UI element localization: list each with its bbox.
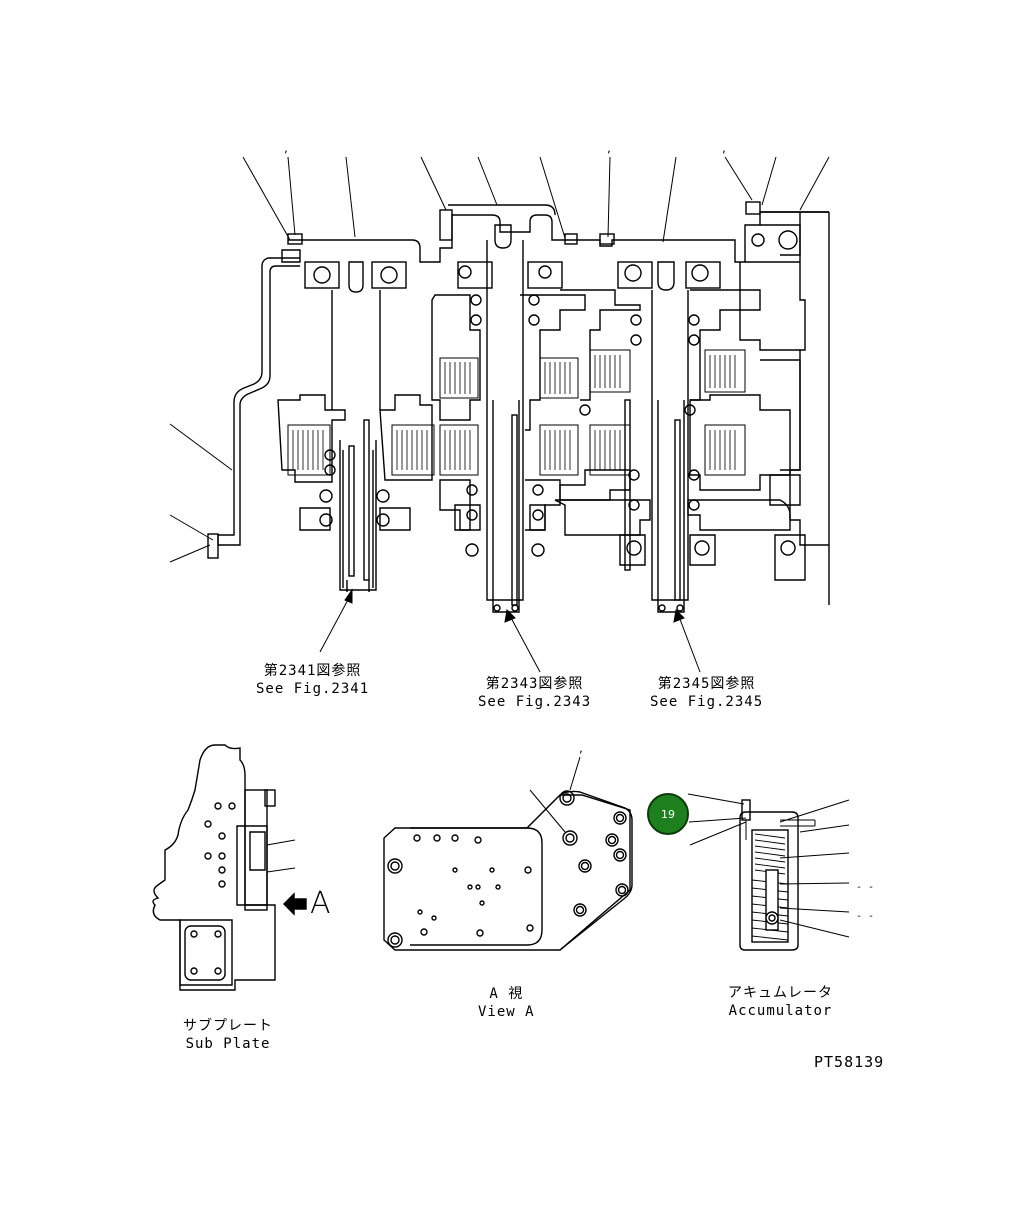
subplate-caption-en: Sub Plate <box>185 1036 271 1052</box>
ref-fig-2341[interactable]: 第2341図参照 See Fig.2341 <box>256 662 369 698</box>
view-a-caption: A 視 View A <box>478 985 535 1021</box>
ref-fig-2345-jp: 第2345図参照 <box>657 676 756 692</box>
view-a-arrow-icon <box>283 892 307 916</box>
shafts <box>331 240 689 613</box>
top-leader-lines <box>242 156 830 243</box>
ref-fig-2341-jp: 第2341図参照 <box>263 663 362 679</box>
svg-text:,: , <box>578 744 584 755</box>
ref-fig-2343[interactable]: 第2343図参照 See Fig.2343 <box>478 675 591 711</box>
ref-fig-2343-en: See Fig.2343 <box>478 694 592 710</box>
ref-fig-2345[interactable]: 第2345図参照 See Fig.2345 <box>650 675 763 711</box>
transmission-section: , , , , <box>169 144 830 755</box>
left-leader-lines <box>169 423 233 563</box>
accumulator-caption-en: Accumulator <box>728 1003 833 1019</box>
ref-arrows <box>319 588 701 673</box>
subplate-caption-jp: サブプレート <box>183 1018 273 1034</box>
gear-housings <box>277 289 806 581</box>
svg-text:,: , <box>606 144 612 155</box>
accumulator-caption: アキュムレータ Accumulator <box>728 984 833 1020</box>
view-a-caption-en: View A <box>478 1004 535 1020</box>
subplate-drawing <box>152 744 307 991</box>
ref-fig-2345-en: See Fig.2345 <box>650 694 764 710</box>
accumulator-drawing: - - - - <box>687 793 874 951</box>
ref-fig-2343-jp: 第2343図参照 <box>485 676 584 692</box>
subplate-caption: サブプレート Sub Plate <box>183 1017 273 1053</box>
bearings-small <box>319 294 796 557</box>
svg-text:- -: - - <box>856 911 874 922</box>
svg-text:,: , <box>721 144 727 155</box>
view-a-caption-jp: A 視 <box>489 986 524 1002</box>
bearings-top <box>304 230 798 289</box>
accumulator-caption-jp: アキュムレータ <box>728 985 833 1001</box>
view-a-drawing <box>383 756 633 951</box>
svg-text:,: , <box>283 144 289 155</box>
callout-19-button[interactable]: 19 <box>647 793 689 835</box>
svg-text:- -: - - <box>856 882 874 893</box>
view-a-marker: A <box>310 886 331 921</box>
drawing-code: PT58139 <box>814 1053 885 1071</box>
ref-fig-2341-en: See Fig.2341 <box>256 681 370 697</box>
